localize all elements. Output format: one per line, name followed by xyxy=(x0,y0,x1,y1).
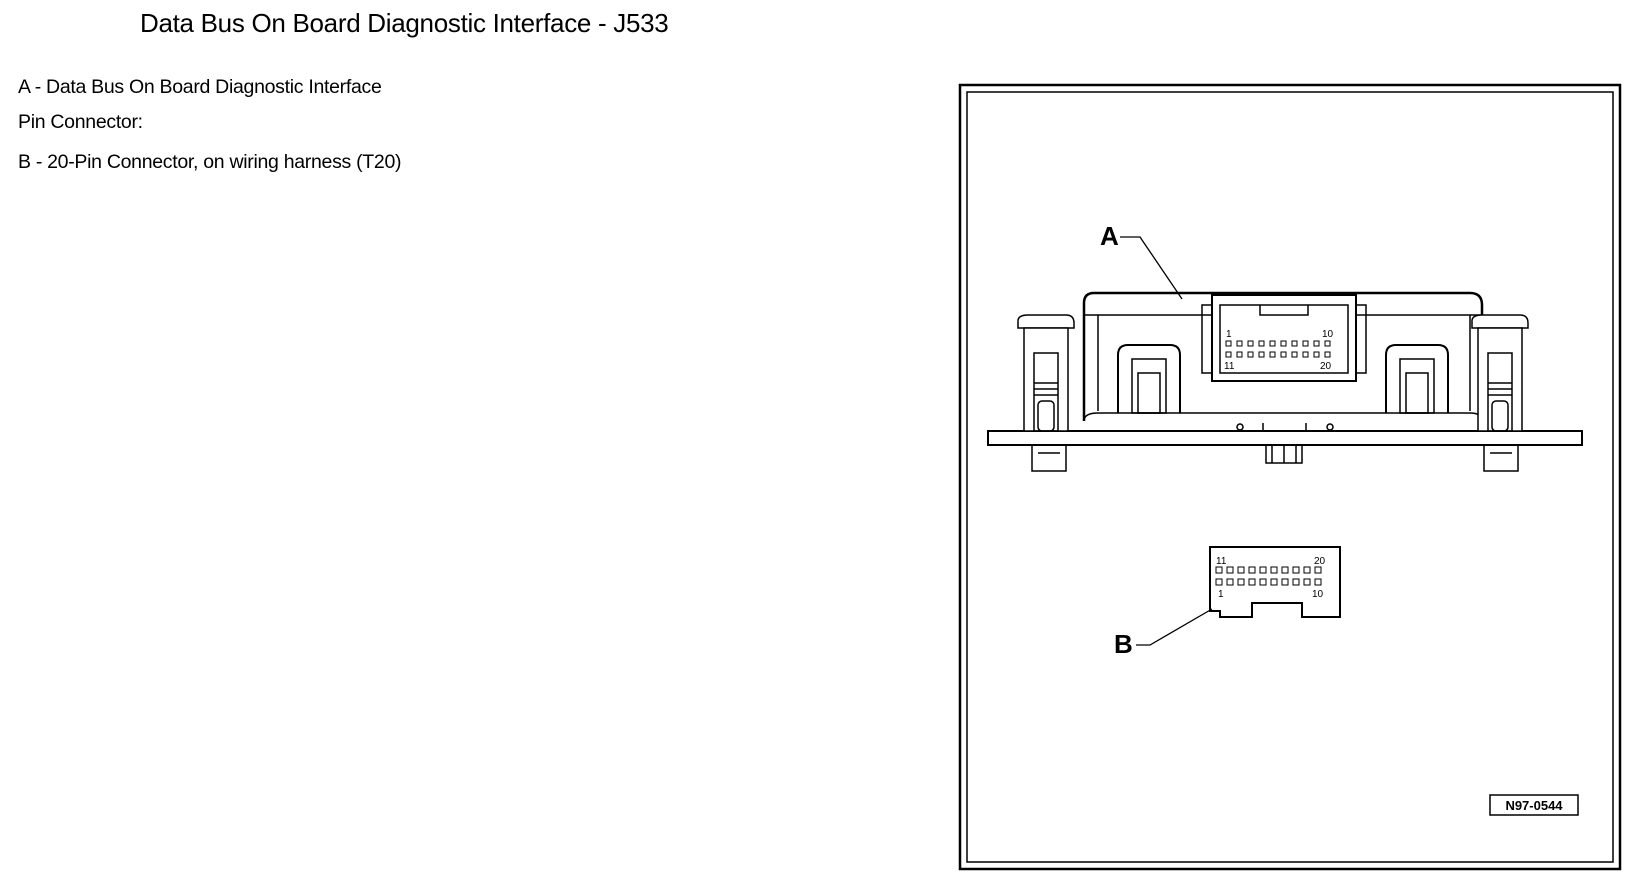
harness-pin-label-1: 1 xyxy=(1218,589,1224,600)
callout-a-leader xyxy=(1120,236,1183,300)
figure-outer-frame xyxy=(958,83,1622,871)
module-pin-label-1: 1 xyxy=(1226,329,1232,340)
figure-id-label: N97-0544 xyxy=(1505,798,1563,813)
module-pin-label-20: 20 xyxy=(1320,361,1332,372)
module-pin-grid xyxy=(1225,340,1331,358)
figure-inner-frame xyxy=(966,91,1614,863)
legend-item-b: B - 20-Pin Connector, on wiring harness … xyxy=(18,151,402,173)
callout-b-leader xyxy=(1136,608,1213,646)
harness-connector xyxy=(1209,546,1341,618)
figure-id-box xyxy=(1489,794,1579,816)
module-pin-label-11: 11 xyxy=(1224,361,1235,372)
callout-b-label: B xyxy=(1114,629,1133,659)
harness-pin-label-11: 11 xyxy=(1216,556,1227,567)
connector-diagram-svg: 1 10 11 20 A 11 20 1 10 B N97-0544 xyxy=(958,83,1622,871)
harness-pin-grid xyxy=(1215,566,1322,586)
module-pin-label-10: 10 xyxy=(1322,329,1334,340)
harness-pin-label-10: 10 xyxy=(1312,589,1324,600)
connector-diagram: 1 10 11 20 A 11 20 1 10 B N97-0544 xyxy=(958,83,1622,873)
legend-item-a: A - Data Bus On Board Diagnostic Interfa… xyxy=(18,76,382,98)
callout-a-label: A xyxy=(1100,221,1119,251)
legend-section-label: Pin Connector: xyxy=(18,111,143,133)
page-title: Data Bus On Board Diagnostic Interface -… xyxy=(140,8,669,38)
harness-pin-label-20: 20 xyxy=(1314,556,1326,567)
diagnostic-interface-module xyxy=(987,291,1583,472)
